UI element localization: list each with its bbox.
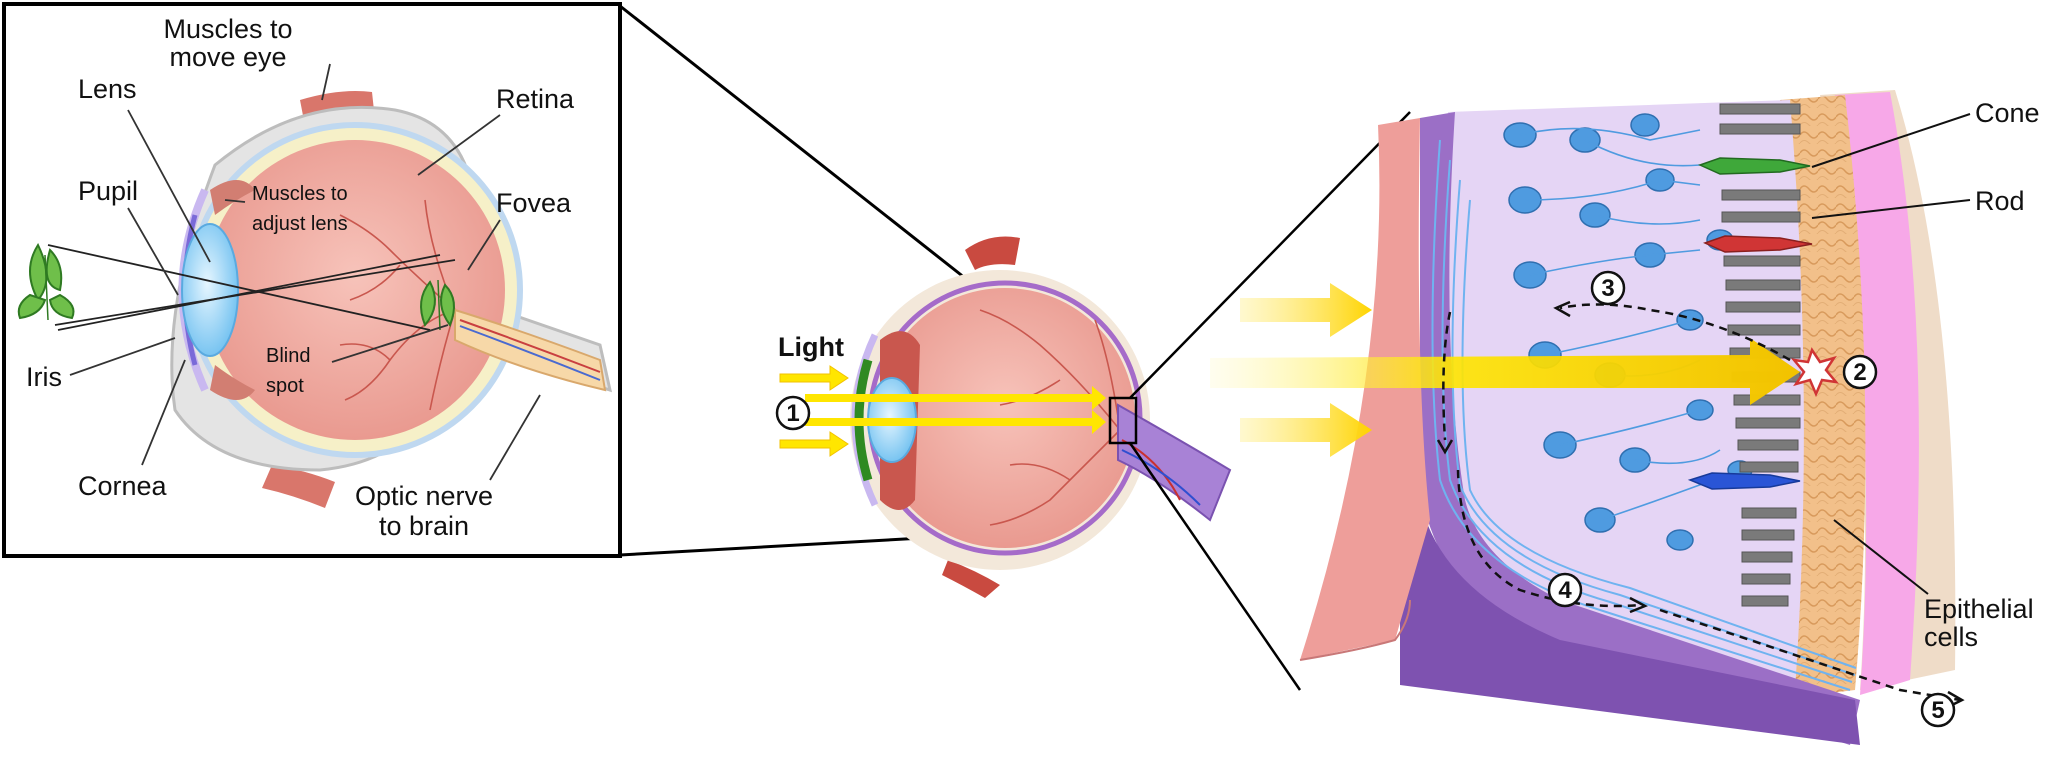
label-pupil: Pupil [78,176,138,206]
label-blind-spot-1: Blind [266,345,310,367]
middle-light-arrows [779,365,849,457]
inset-eye-cross-section: Muscles to move eye Lens Retina Pupil Mu… [2,2,622,558]
ciliary-muscle [210,180,255,215]
retina-zoom-lines [1128,111,1411,691]
outer-pink-layer [1300,118,1430,660]
retina-base-purple [1380,500,1860,745]
retina-detail: Cone Rod Epithelial cells 2 3 4 5 [1210,90,2040,745]
leaf-object-icon [17,242,75,321]
label-cornea: Cornea [78,471,168,501]
step-5-badge: 5 [1920,692,1956,728]
inverted-leaf-image-icon [420,279,455,331]
label-epithelial-2: cells [1924,622,1978,652]
blue-cone [1687,472,1801,490]
label-epithelial-1: Epithelial [1924,594,2034,624]
inset-lens [181,223,239,357]
nerve-fiber-layer [1420,112,1860,745]
svg-text:5: 5 [1931,697,1944,724]
label-light: Light [778,332,844,362]
retina-zoom-box [1108,396,1138,445]
label-rod: Rod [1975,186,2025,216]
label-retina: Retina [496,84,575,114]
label-fovea: Fovea [496,188,572,218]
label-blind-spot-2: spot [266,375,304,397]
svg-text:4: 4 [1558,577,1572,604]
step-3-badge: 3 [1590,270,1626,306]
middle-optic-nerve [1117,403,1232,522]
light-arrow-main [1210,338,1800,405]
green-cone [1697,157,1811,175]
lower-eye-muscle [262,465,335,508]
middle-lower-muscle [942,560,1000,598]
step-4-badge: 4 [1547,572,1583,608]
svg-text:3: 3 [1601,275,1614,302]
label-muscles-move-eye-2: move eye [169,42,286,72]
neuron-dendrites [1519,127,1741,521]
svg-text:1: 1 [786,400,799,427]
light-arrow-upper [1240,283,1372,337]
eyeball-interior [205,140,505,440]
light-arrow-lower [1240,403,1372,457]
step-2-badge: 2 [1842,354,1878,390]
label-lens: Lens [78,74,137,104]
svg-text:2: 2 [1853,359,1866,386]
middle-eye: Light 1 [775,236,1232,598]
label-optic-nerve-1: Optic nerve [355,481,493,511]
signal-path [1442,303,1961,702]
retina-leader-lines [1811,113,1971,595]
label-optic-nerve-2: to brain [379,511,469,541]
middle-light-rays [805,386,1106,434]
label-muscles-move-eye-1: Muscles to [163,14,292,44]
red-cone [1702,235,1813,253]
inset-optic-nerve [454,308,607,392]
retina-light-arrows [1210,283,1800,457]
label-muscles-adjust-lens-2: adjust lens [252,213,348,235]
inset-leader-lines [69,63,541,481]
activation-star-icon [1790,347,1840,398]
inset-zoom-lines [619,4,966,557]
label-muscles-adjust-lens-1: Muscles to [252,183,348,205]
inset-light-rays [47,244,456,331]
step-1-badge: 1 [775,395,811,431]
middle-upper-muscle [965,236,1020,270]
label-cone: Cone [1975,98,2040,128]
label-iris: Iris [26,362,62,392]
